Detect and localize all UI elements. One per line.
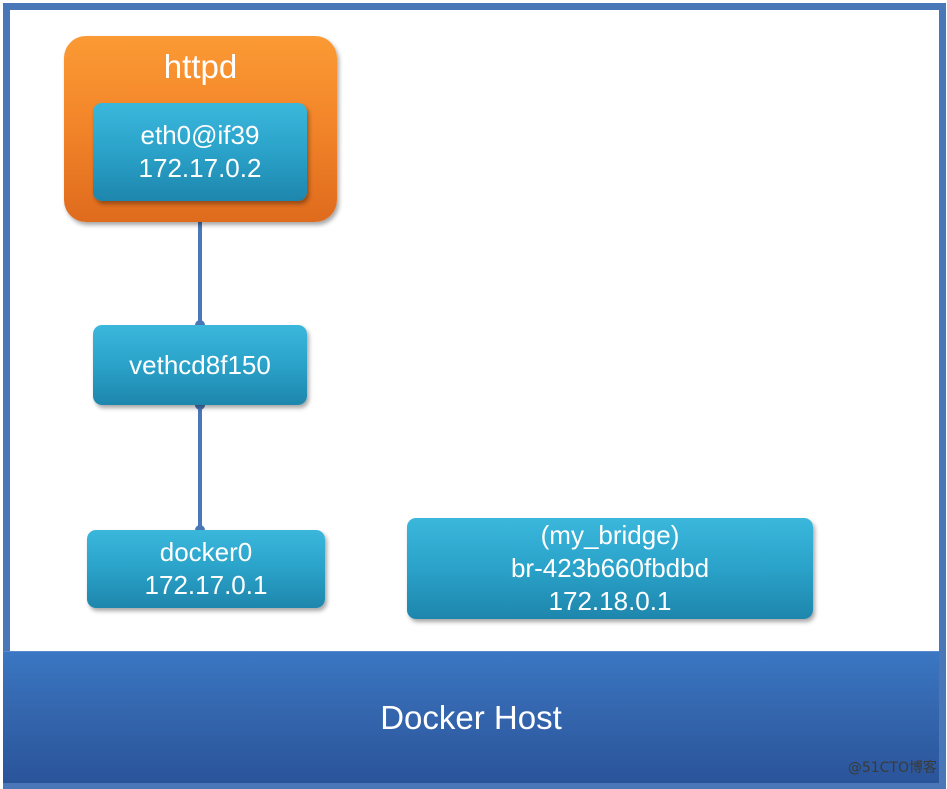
docker0-name: docker0 [159,537,253,567]
my-bridge-name: br-423b660fbdbd [510,553,710,583]
eth0-interface-node: eth0@if39 172.17.0.2 [93,103,307,201]
my-bridge-node: (my_bridge) br-423b660fbdbd 172.18.0.1 [407,518,813,619]
httpd-container-title: httpd [163,48,238,85]
docker-host-bar: Docker Host [3,651,939,783]
docker-host-label: Docker Host [380,698,562,736]
veth-name: vethcd8f150 [129,349,271,380]
eth0-interface-name: eth0@if39 [140,120,260,150]
docker0-node: docker0 172.17.0.1 [87,530,325,608]
watermark: @51CTO博客 [847,760,937,776]
docker0-ip: 172.17.0.1 [144,570,268,600]
eth0-interface-ip: 172.17.0.2 [138,153,262,183]
my-bridge-ip: 172.18.0.1 [548,586,672,616]
veth-node: vethcd8f150 [93,325,307,405]
my-bridge-label: (my_bridge) [540,520,680,550]
